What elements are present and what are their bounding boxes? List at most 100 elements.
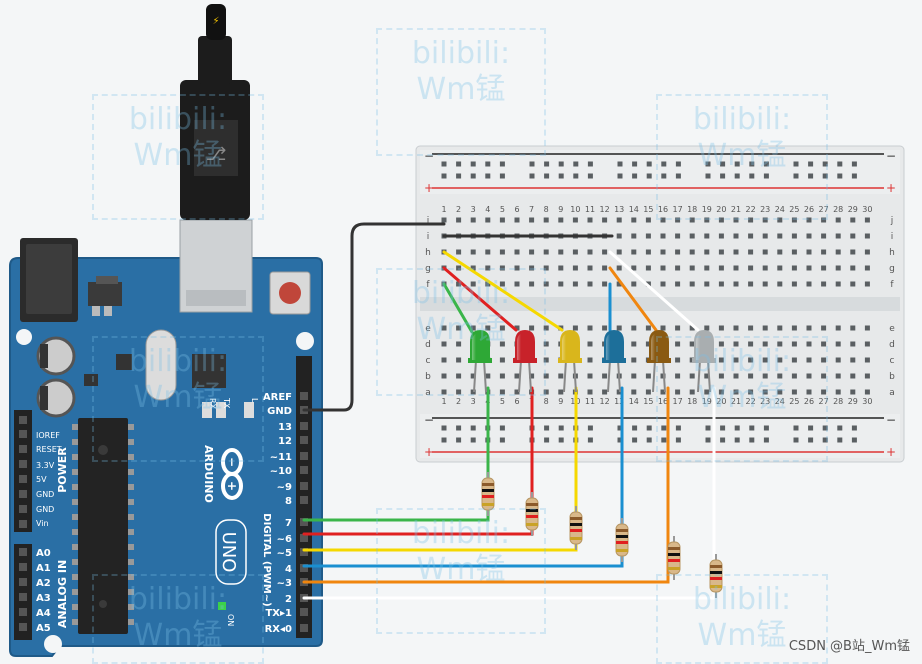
header-pin[interactable]: [19, 430, 27, 438]
header-pin[interactable]: [300, 466, 308, 474]
row-letter: d: [889, 340, 895, 350]
breadboard-hole: [733, 325, 739, 331]
header-pin[interactable]: [300, 436, 308, 444]
breadboard-hole: [529, 281, 535, 287]
breadboard-hole: [762, 249, 768, 255]
digital-pin-label: GND: [267, 406, 292, 417]
header-pin[interactable]: [300, 564, 308, 572]
breadboard-hole: [514, 281, 520, 287]
header-pin[interactable]: [19, 416, 27, 424]
header-pin[interactable]: [19, 608, 27, 616]
rail-hole: [675, 161, 681, 167]
breadboard-hole: [587, 265, 593, 271]
header-pin[interactable]: [19, 563, 27, 571]
l-label: L: [250, 398, 259, 403]
breadboard-hole: [441, 217, 447, 223]
analog-pin-label: A3: [36, 593, 51, 604]
row-letter: a: [425, 388, 431, 398]
header-pin[interactable]: [300, 422, 308, 430]
header-pin[interactable]: [19, 578, 27, 586]
breadboard-hole: [587, 281, 593, 287]
breadboard-hole: [499, 265, 505, 271]
header-pin[interactable]: [19, 505, 27, 513]
rail-hole: [763, 437, 769, 443]
breadboard-hole: [470, 389, 476, 395]
header-pin[interactable]: [19, 548, 27, 556]
breadboard-hole: [441, 373, 447, 379]
rail-hole: [822, 437, 828, 443]
header-pin[interactable]: [19, 460, 27, 468]
breadboard-hole: [704, 233, 710, 239]
header-pin[interactable]: [19, 445, 27, 453]
header-pin[interactable]: [300, 518, 308, 526]
breadboard-hole: [441, 325, 447, 331]
column-number: 22: [746, 205, 756, 214]
wire-pin2-white: [302, 386, 716, 600]
wire-pin7-green: [302, 386, 490, 522]
chip-pin: [72, 469, 78, 475]
led-red: [513, 330, 537, 393]
header-pin[interactable]: [19, 520, 27, 528]
header-pin[interactable]: [300, 496, 308, 504]
header-pin[interactable]: [19, 593, 27, 601]
breadboard-hole: [806, 389, 812, 395]
header-pin[interactable]: [300, 482, 308, 490]
breadboard-hole: [791, 233, 797, 239]
rx-led: [202, 402, 212, 418]
breadboard-hole: [616, 217, 622, 223]
header-pin[interactable]: [19, 475, 27, 483]
breadboard-hole: [864, 233, 870, 239]
header-pin[interactable]: [300, 624, 308, 632]
row-letter: e: [425, 324, 431, 334]
rail-hole: [734, 173, 740, 179]
column-number: 7: [529, 205, 534, 214]
svg-text:−: −: [225, 457, 239, 467]
breadboard-hole: [704, 249, 710, 255]
reset-button-cap[interactable]: [279, 282, 301, 304]
column-number: 5: [500, 205, 505, 214]
breadboard-hole: [631, 325, 637, 331]
breadboard-hole: [514, 217, 520, 223]
breadboard-hole: [733, 281, 739, 287]
rail-hole: [734, 161, 740, 167]
rail-hole: [837, 161, 843, 167]
breadboard-hole: [456, 357, 462, 363]
mount-hole-bl: [44, 635, 62, 653]
bottom-rail-minus: −: [424, 413, 434, 427]
breadboard-hole: [675, 389, 681, 395]
header-pin[interactable]: [300, 608, 308, 616]
breadboard-hole: [791, 357, 797, 363]
power-pin-label: 5V: [36, 475, 47, 484]
column-number: 15: [643, 397, 653, 406]
row-letter: c: [890, 356, 895, 366]
header-pin[interactable]: [300, 534, 308, 542]
breadboard-hole: [660, 249, 666, 255]
breadboard-hole: [602, 389, 608, 395]
rail-hole: [720, 161, 726, 167]
header-pin[interactable]: [300, 392, 308, 400]
rail-hole: [470, 425, 476, 431]
rail-hole: [558, 173, 564, 179]
rail-hole: [793, 425, 799, 431]
breadboard-hole: [762, 233, 768, 239]
breadboard-hole: [558, 265, 564, 271]
breadboard-hole: [835, 265, 841, 271]
chip-pin: [128, 499, 134, 505]
arduino-logo: − +: [221, 448, 243, 500]
header-pin[interactable]: [19, 490, 27, 498]
rail-hole: [720, 425, 726, 431]
header-pin[interactable]: [300, 452, 308, 460]
breadboard-hole: [602, 281, 608, 287]
breadboard-hole: [543, 341, 549, 347]
breadboard-hole: [689, 341, 695, 347]
breadboard-hole: [587, 325, 593, 331]
digital-pin-label: ~11: [270, 452, 292, 463]
breadboard-hole: [850, 373, 856, 379]
rail-hole: [544, 425, 550, 431]
breadboard-hole: [718, 249, 724, 255]
header-pin[interactable]: [19, 623, 27, 631]
resistor-1: [481, 472, 495, 516]
header-pin[interactable]: [300, 548, 308, 556]
column-number: 30: [862, 397, 872, 406]
row-letter: f: [426, 280, 430, 290]
